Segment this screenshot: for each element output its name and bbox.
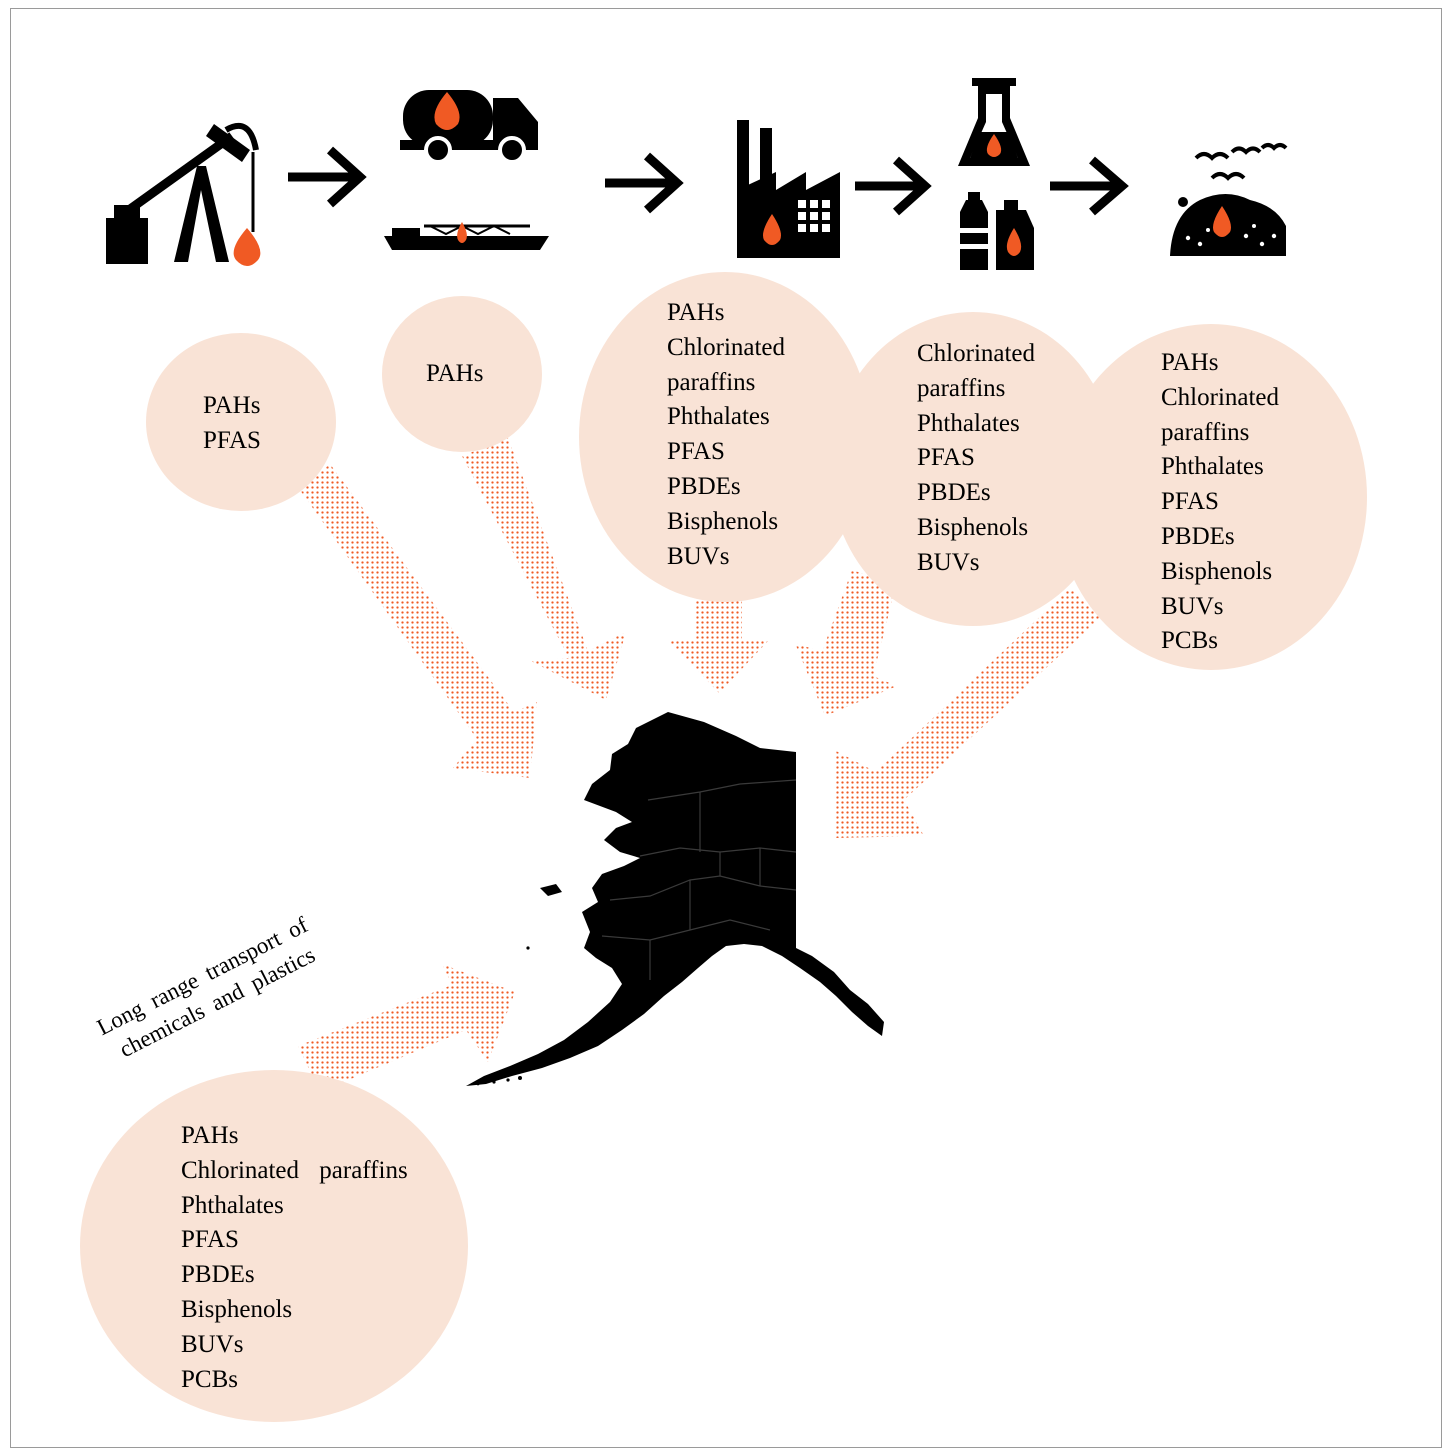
list-manufacturing: PAHs Chlorinated paraffins Phthalates PF… xyxy=(667,296,785,574)
list-item: PFAS xyxy=(181,1226,239,1254)
list-item: PCBs xyxy=(181,1365,238,1393)
list-item: PBDEs xyxy=(1161,522,1235,550)
tanker-truck-icon xyxy=(400,90,538,164)
list-products: Chlorinated paraffins Phthalates PFAS PB… xyxy=(917,337,1035,581)
list-transport: PAHs xyxy=(426,357,483,392)
list-item: Phthalates xyxy=(667,403,770,431)
list-item: BUVs xyxy=(917,548,980,576)
factory-icon xyxy=(737,120,840,258)
landfill-icon xyxy=(1170,143,1288,256)
list-item: Phthalates xyxy=(1161,453,1264,481)
oil-pump-icon xyxy=(106,123,261,266)
arrow-right-icon xyxy=(288,146,367,208)
bubble-transport xyxy=(382,296,542,452)
list-item: Bisphenols xyxy=(917,513,1029,541)
list-item: PBDEs xyxy=(667,472,741,500)
list-item: BUVs xyxy=(1161,592,1224,620)
list-item: BUVs xyxy=(667,542,730,570)
arrow-transport-to-alaska xyxy=(462,438,626,700)
list-item: Bisphenols xyxy=(181,1295,293,1323)
figure-frame xyxy=(10,8,1442,1448)
bubble-disposal xyxy=(1055,324,1367,670)
arrow-right-icon xyxy=(605,152,684,214)
list-disposal: PAHs Chlorinated paraffins Phthalates PF… xyxy=(1161,346,1279,659)
list-item: PBDEs xyxy=(181,1261,255,1289)
list-item: BUVs xyxy=(181,1330,244,1358)
bubble-extraction xyxy=(146,333,336,511)
list-item: PFAS xyxy=(667,438,725,466)
list-item: PCBs xyxy=(1161,627,1218,655)
plastic-bottles-icon xyxy=(960,192,1034,270)
list-item: PAHs xyxy=(181,1122,239,1149)
alaska-map xyxy=(466,712,884,1086)
arrow-products-to-alaska xyxy=(795,570,897,716)
list-item: Chlorinated paraffins xyxy=(181,1156,408,1184)
list-item: Chlorinated xyxy=(917,340,1036,367)
list-item: PAHs xyxy=(1161,349,1219,376)
pathway-arrows xyxy=(298,438,1100,1092)
tanker-ship-icon xyxy=(384,222,549,250)
list-item: PFAS xyxy=(917,444,975,472)
list-item: paraffins xyxy=(667,368,756,396)
flask-icon xyxy=(958,78,1030,166)
bubble-manufacturing xyxy=(579,272,871,602)
list-item: Phthalates xyxy=(917,409,1020,437)
list-item: Phthalates xyxy=(181,1191,284,1219)
list-item: Bisphenols xyxy=(1161,557,1273,585)
list-item: PAHs xyxy=(667,299,725,326)
list-item: PFAS xyxy=(203,426,261,454)
list-item: paraffins xyxy=(917,374,1006,402)
bubble-long-range xyxy=(80,1070,468,1422)
list-item: Chlorinated xyxy=(1161,383,1280,411)
arrow-right-icon xyxy=(855,156,932,216)
arrow-longrange-to-alaska xyxy=(298,964,515,1092)
arrow-extraction-to-alaska xyxy=(300,464,537,778)
list-extraction: PAHs PFAS xyxy=(203,389,261,459)
list-item: paraffins xyxy=(1161,418,1250,446)
list-item: PFAS xyxy=(1161,488,1219,516)
list-item: Chlorinated xyxy=(667,333,786,361)
arrow-disposal-to-alaska xyxy=(834,588,1100,838)
list-item: PAHs xyxy=(426,360,484,387)
list-item: PAHs xyxy=(203,392,261,419)
arrow-right-icon xyxy=(1050,156,1129,216)
list-item: Bisphenols xyxy=(667,507,779,535)
list-item: PBDEs xyxy=(917,479,991,507)
list-long-range: PAHs Chlorinated paraffins Phthalates PF… xyxy=(181,1119,408,1397)
arrow-manufacturing-to-alaska xyxy=(668,595,769,693)
